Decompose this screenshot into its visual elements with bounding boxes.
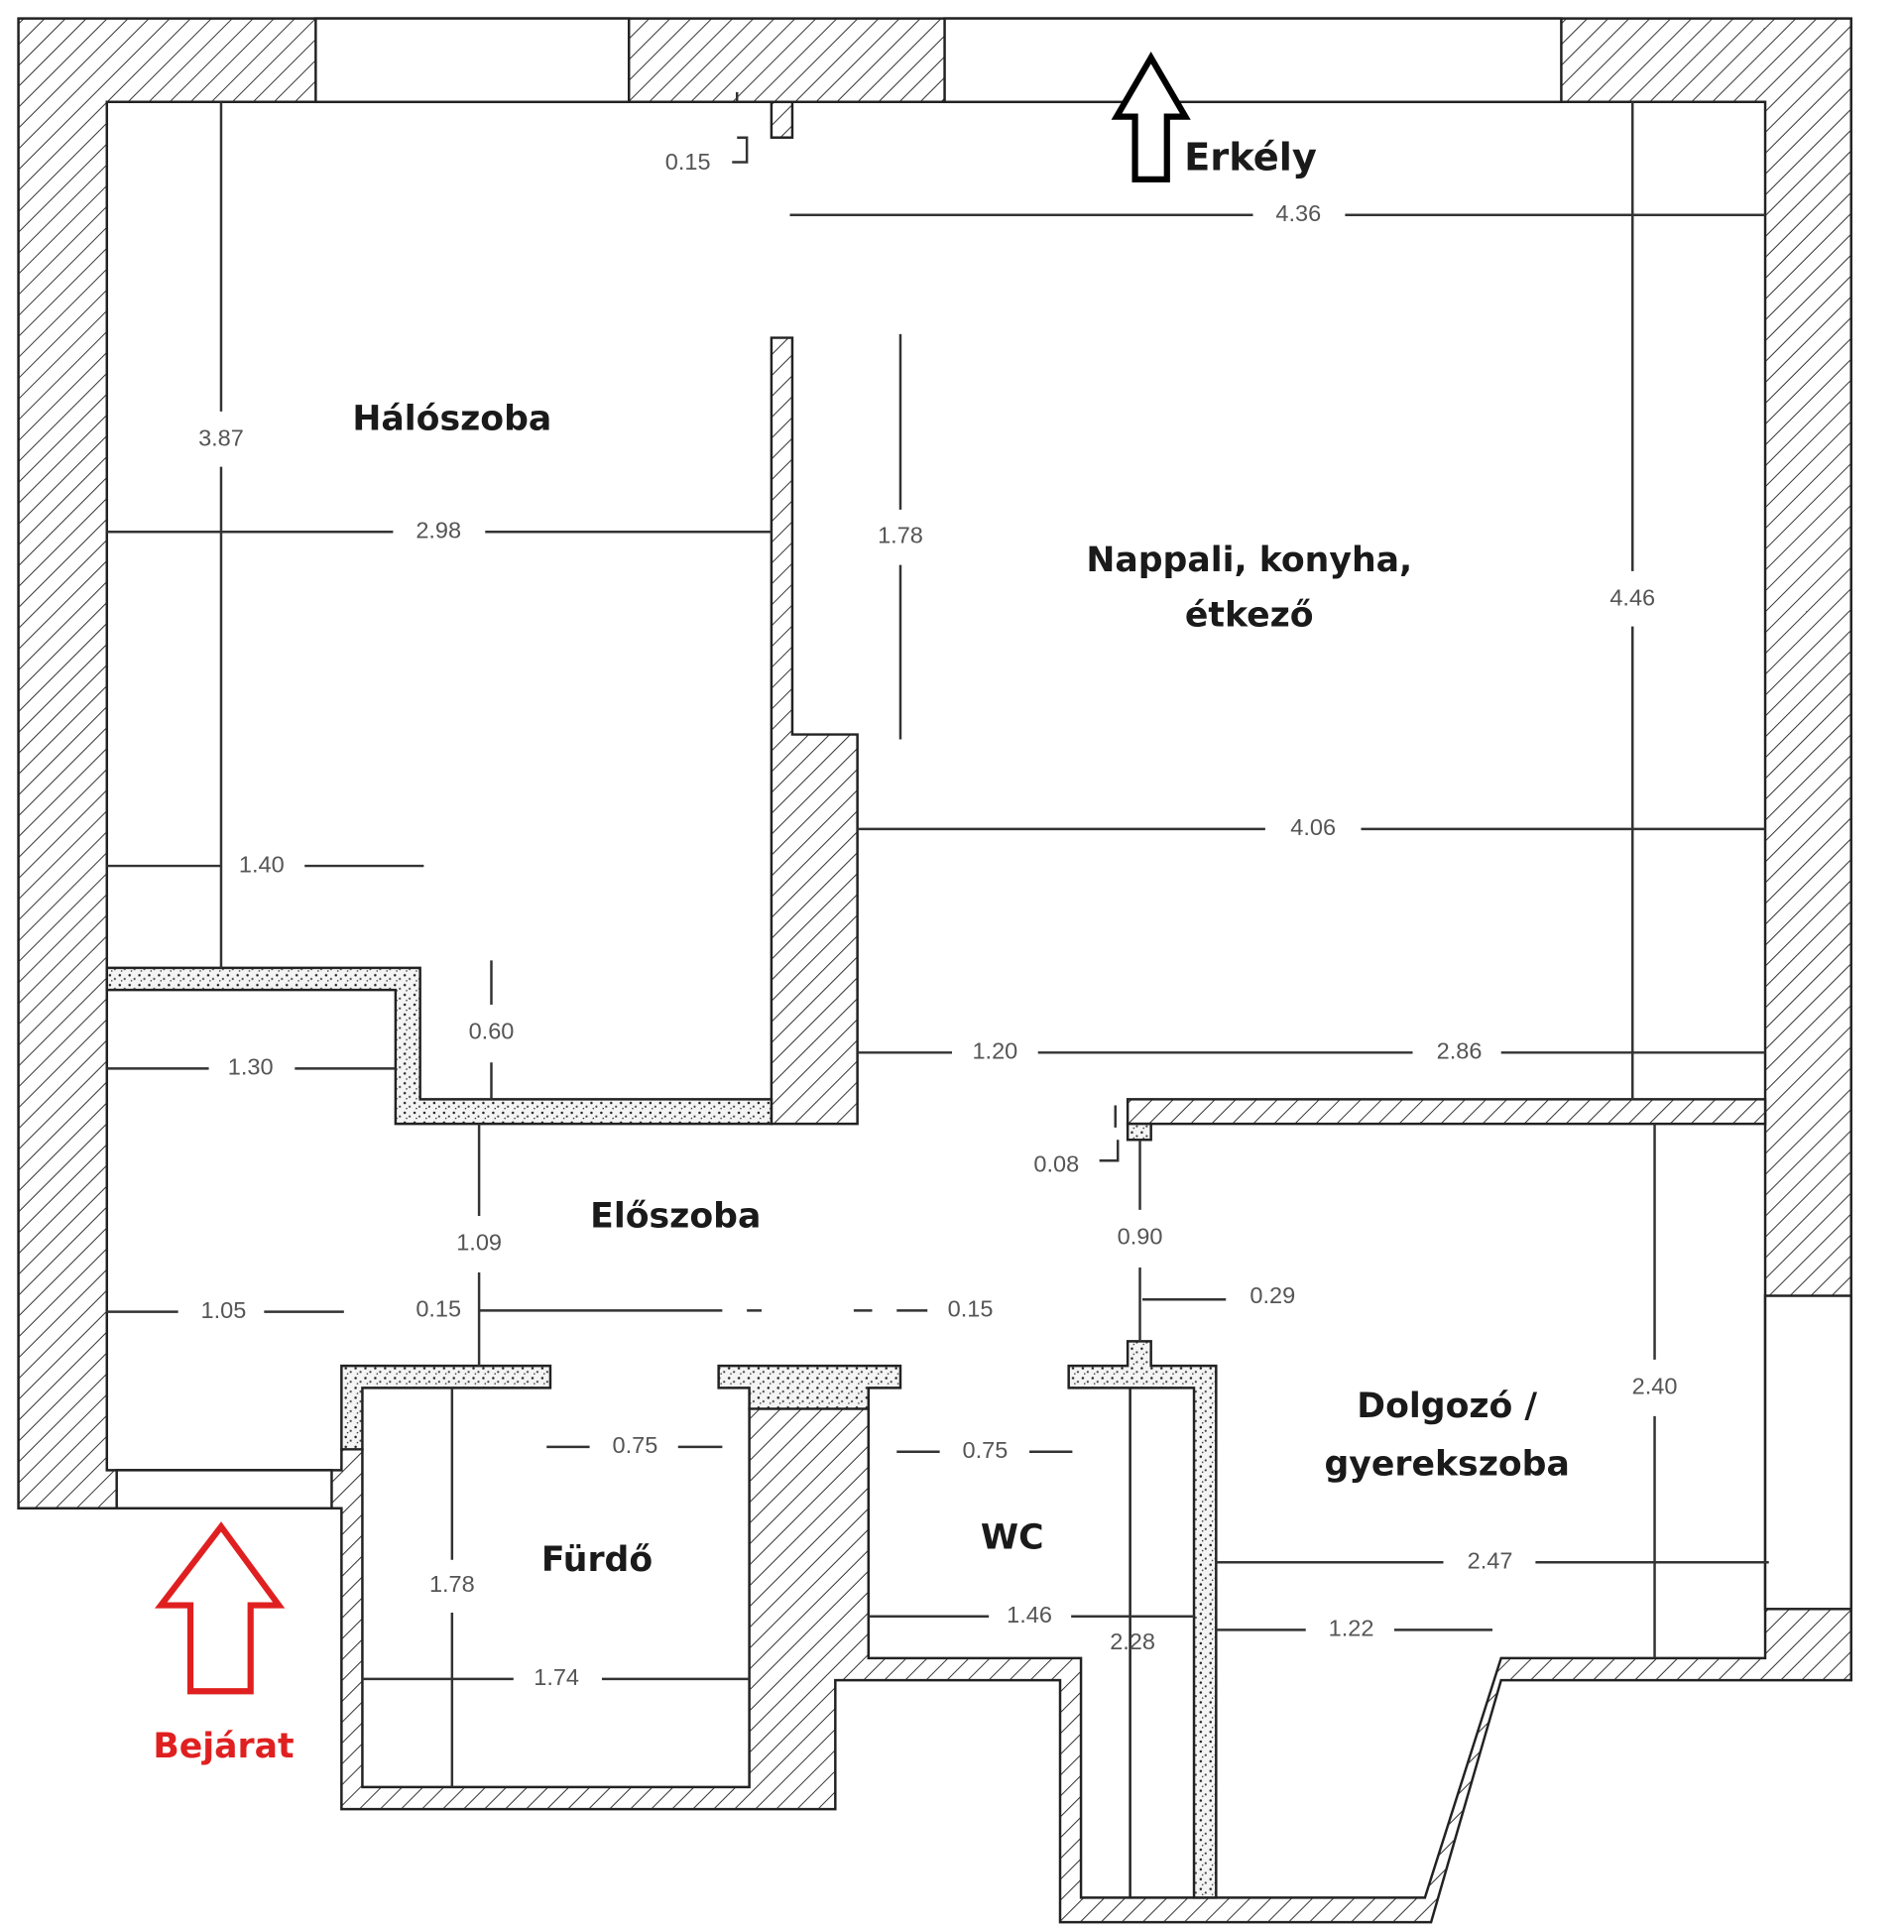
dim-label: 2.28	[1110, 1629, 1155, 1654]
dim-label: 2.40	[1632, 1374, 1678, 1399]
dim-label: 0.15	[665, 149, 711, 175]
dim-label: 2.98	[416, 517, 461, 543]
dim-label: 4.06	[1290, 814, 1336, 840]
dim-label: 1.78	[429, 1571, 475, 1597]
wall-bedroom-bottom	[105, 966, 774, 1126]
dim-label: 1.74	[534, 1664, 579, 1690]
room-label-living: Nappali, konyha,	[1086, 541, 1412, 580]
wall-living-bottom	[1126, 1098, 1767, 1126]
dim-label: 0.15	[416, 1296, 461, 1322]
entrance-door	[115, 1469, 333, 1509]
dim-label: 0.15	[948, 1296, 994, 1322]
dim-label: 1.20	[972, 1038, 1017, 1064]
wall-wc-study	[1067, 1340, 1218, 1899]
wall-bath-wc	[717, 1364, 902, 1410]
dim-label: 0.75	[963, 1437, 1009, 1463]
wall-stub	[1126, 1122, 1152, 1142]
room-label-living-2: étkező	[1185, 596, 1314, 636]
dim-label: 4.36	[1275, 200, 1321, 226]
room-label-bedroom: Hálószoba	[352, 400, 551, 439]
room-label-bathroom: Fürdő	[541, 1540, 653, 1580]
balcony-label: Erkély	[1184, 135, 1317, 180]
dim-label: 2.47	[1468, 1547, 1513, 1573]
room-label-study-2: gyerekszoba	[1325, 1444, 1570, 1484]
balcony-arrow-icon	[1111, 52, 1191, 182]
window-right	[1763, 1294, 1852, 1611]
room-label-hall: Előszoba	[590, 1196, 761, 1236]
dim-label: 1.09	[456, 1230, 502, 1256]
entrance-label: Bejárat	[153, 1727, 294, 1766]
dim-label: 3.87	[198, 425, 244, 451]
dim-label: 4.46	[1609, 585, 1655, 611]
dim-label: 1.22	[1329, 1616, 1374, 1641]
dim-label: 1.40	[239, 851, 285, 877]
dim-label: 1.78	[878, 522, 923, 547]
room-label-study: Dolgozó /	[1357, 1387, 1537, 1426]
window-top-right	[943, 17, 1563, 104]
dim-label: 0.29	[1250, 1282, 1295, 1308]
dim-label: 0.60	[469, 1019, 515, 1044]
room-label-wc: WC	[981, 1518, 1044, 1558]
dim-label: 0.75	[613, 1432, 658, 1458]
dim-label: 0.08	[1033, 1150, 1079, 1176]
dim-label: 1.05	[201, 1297, 247, 1323]
dim-label: 1.46	[1007, 1602, 1052, 1628]
wall-bath-top	[340, 1364, 552, 1451]
dimension-lines	[106, 91, 1769, 1787]
window-top-left	[314, 17, 631, 104]
dim-label: 1.30	[228, 1054, 274, 1080]
dim-label: 0.90	[1118, 1224, 1163, 1250]
wall-nub-top	[770, 100, 794, 139]
dim-label: 2.86	[1437, 1038, 1483, 1064]
entrance-arrow-icon	[154, 1521, 286, 1695]
